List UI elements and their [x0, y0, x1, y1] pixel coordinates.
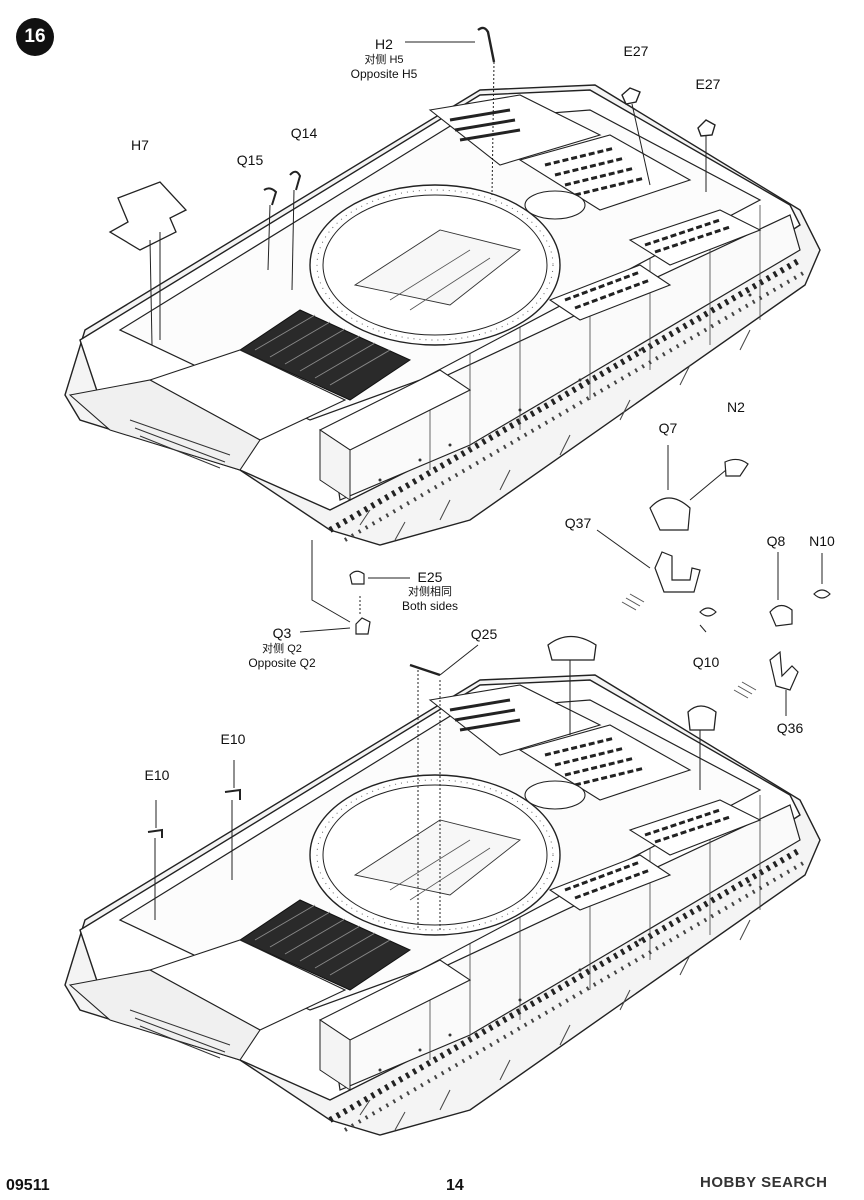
product-code: 09511	[6, 1177, 50, 1194]
page-number: 14	[446, 1177, 464, 1194]
part-label-h7: H7	[131, 137, 149, 153]
part-note-q3-cn: 对侧 Q2	[262, 643, 302, 655]
part-note-h2-en: Opposite H5	[350, 67, 418, 81]
step-number-badge: 16	[16, 18, 54, 56]
part-label-q8: Q8	[766, 533, 786, 549]
part-label-q15: Q15	[236, 152, 264, 168]
upper-tank-hull	[65, 85, 820, 545]
part-label-q36: Q36	[776, 720, 804, 736]
part-label-n2: N2	[727, 399, 745, 415]
part-label-q14: Q14	[290, 125, 318, 141]
part-label-q37: Q37	[564, 515, 592, 531]
part-label-e10-upper: E10	[220, 731, 246, 747]
part-note-e25-en: Both sides	[401, 599, 459, 613]
part-note-q3-en: Opposite Q2	[248, 656, 316, 670]
part-label-q10: Q10	[692, 654, 720, 670]
part-label-q25: Q25	[470, 626, 498, 642]
part-label-e27-top: E27	[623, 43, 649, 59]
part-note-h2-cn: 对侧 H5	[364, 54, 404, 66]
part-note-e25-cn: 对侧相同	[408, 586, 452, 598]
watermark: HOBBY SEARCH	[700, 1174, 828, 1191]
lower-tank-hull	[65, 675, 820, 1135]
part-label-n10: N10	[809, 533, 835, 549]
part-label-q3: Q3	[272, 625, 292, 641]
part-label-h2: H2	[375, 36, 393, 52]
part-label-e27-right: E27	[695, 76, 721, 92]
part-label-q7: Q7	[658, 420, 678, 436]
part-label-e10-lower: E10	[144, 767, 170, 783]
part-label-e25: E25	[417, 569, 443, 585]
